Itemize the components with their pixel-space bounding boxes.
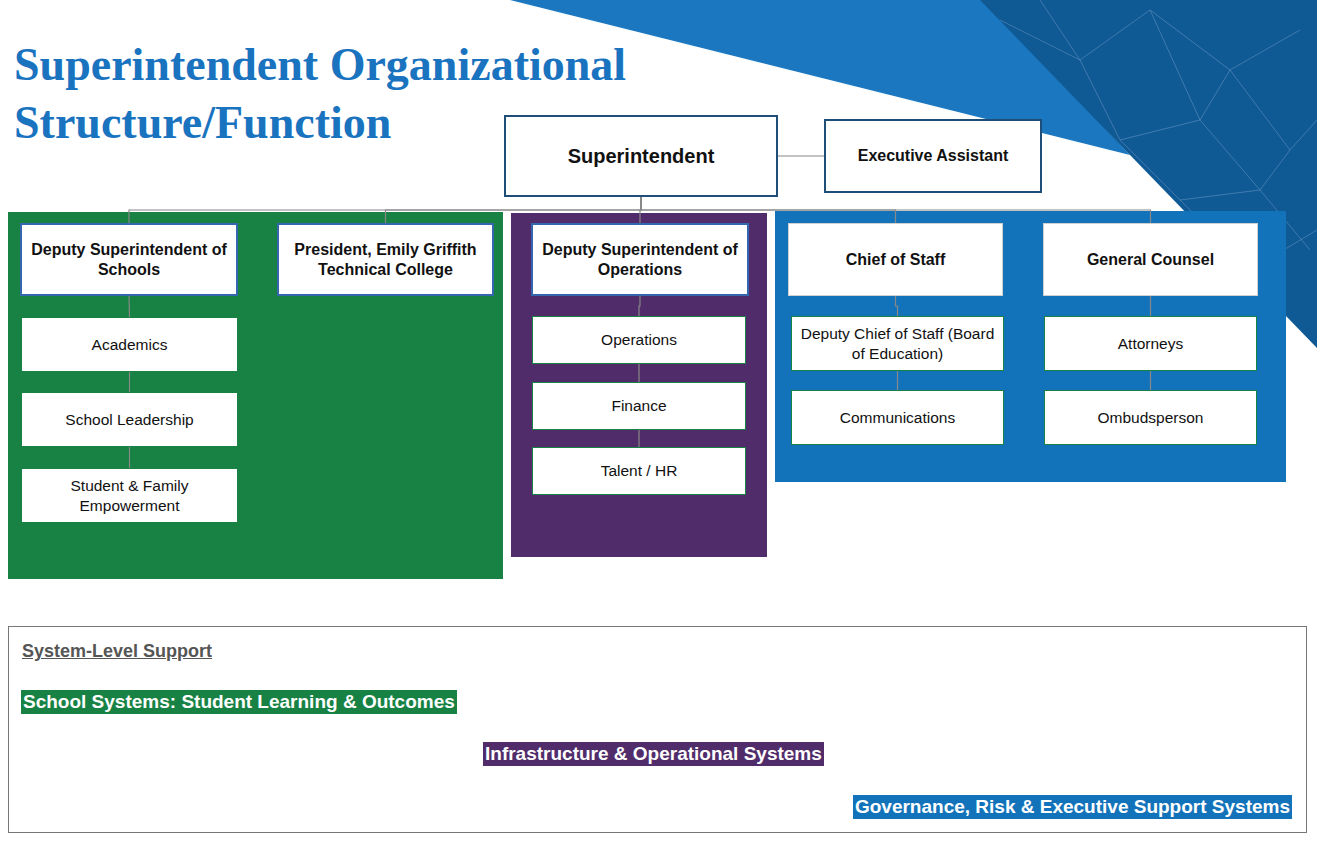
connector-line (778, 155, 824, 156)
connector-line (129, 372, 130, 392)
legend-text: School Systems: Student Learning & Outco… (23, 691, 455, 712)
connector-line (1150, 371, 1151, 390)
connector-line (128, 296, 130, 317)
root-box: Superintendent (504, 115, 778, 197)
legend-swatch: Governance, Risk & Executive Support Sys… (853, 795, 1292, 819)
node-text: Communications (840, 408, 955, 428)
node-text: Deputy Chief of Staff (Board of Educatio… (798, 324, 997, 364)
connector-line (638, 430, 639, 447)
function-box: Deputy Chief of Staff (Board of Educatio… (791, 316, 1004, 371)
node-text: General Counsel (1087, 250, 1214, 270)
connector-line (638, 364, 639, 382)
connector-line (896, 296, 898, 316)
department-head-box: Chief of Staff (788, 223, 1003, 296)
node-text: Operations (601, 330, 677, 350)
function-box: Ombudsperson (1044, 390, 1257, 445)
legend-swatch: Infrastructure & Operational Systems (483, 742, 824, 766)
department-head-box: General Counsel (1043, 223, 1258, 296)
function-box: Finance (532, 382, 746, 430)
function-box: Talent / HR (532, 447, 746, 495)
node-text: Finance (611, 396, 666, 416)
department-head-box: Deputy Superintendent of Schools (20, 223, 238, 296)
function-box: Communications (791, 390, 1004, 445)
node-text: System-Level Support (22, 641, 212, 662)
node-text: Academics (92, 335, 168, 355)
connector-line (129, 197, 641, 223)
connector-line (386, 197, 642, 223)
function-box: Attorneys (1044, 316, 1257, 371)
connector-line (897, 371, 898, 390)
node-text: Deputy Superintendent of Operations (539, 240, 741, 280)
node-text: President, Emily Griffith Technical Coll… (285, 240, 486, 280)
department-head-box: President, Emily Griffith Technical Coll… (277, 223, 494, 296)
assistant-box: Executive Assistant (824, 119, 1042, 193)
legend-swatch: School Systems: Student Learning & Outco… (21, 690, 457, 714)
connector-line (129, 447, 130, 468)
node-text: School Leadership (65, 410, 193, 430)
function-box: Operations (532, 316, 746, 364)
connector-line (1150, 296, 1151, 316)
node-text: Talent / HR (601, 461, 678, 481)
legend-text: Governance, Risk & Executive Support Sys… (855, 796, 1290, 817)
node-text: Attorneys (1118, 334, 1183, 354)
function-box: School Leadership (21, 392, 238, 447)
node-text: Deputy Superintendent of Schools (28, 240, 230, 280)
node-text: Executive Assistant (858, 147, 1009, 165)
node-text: Student & Family Empowerment (28, 476, 231, 516)
connector-line (641, 197, 896, 223)
connector-line (641, 197, 1151, 223)
connector-line (640, 197, 641, 223)
function-box: Academics (21, 317, 238, 372)
node-text: Chief of Staff (846, 250, 946, 270)
function-box: Student & Family Empowerment (21, 468, 238, 523)
node-text: Ombudsperson (1098, 408, 1204, 428)
node-text: Superintendent (568, 145, 715, 168)
connector-line (639, 296, 640, 316)
department-head-box: Deputy Superintendent of Operations (531, 223, 749, 296)
legend-text: Infrastructure & Operational Systems (485, 743, 822, 764)
